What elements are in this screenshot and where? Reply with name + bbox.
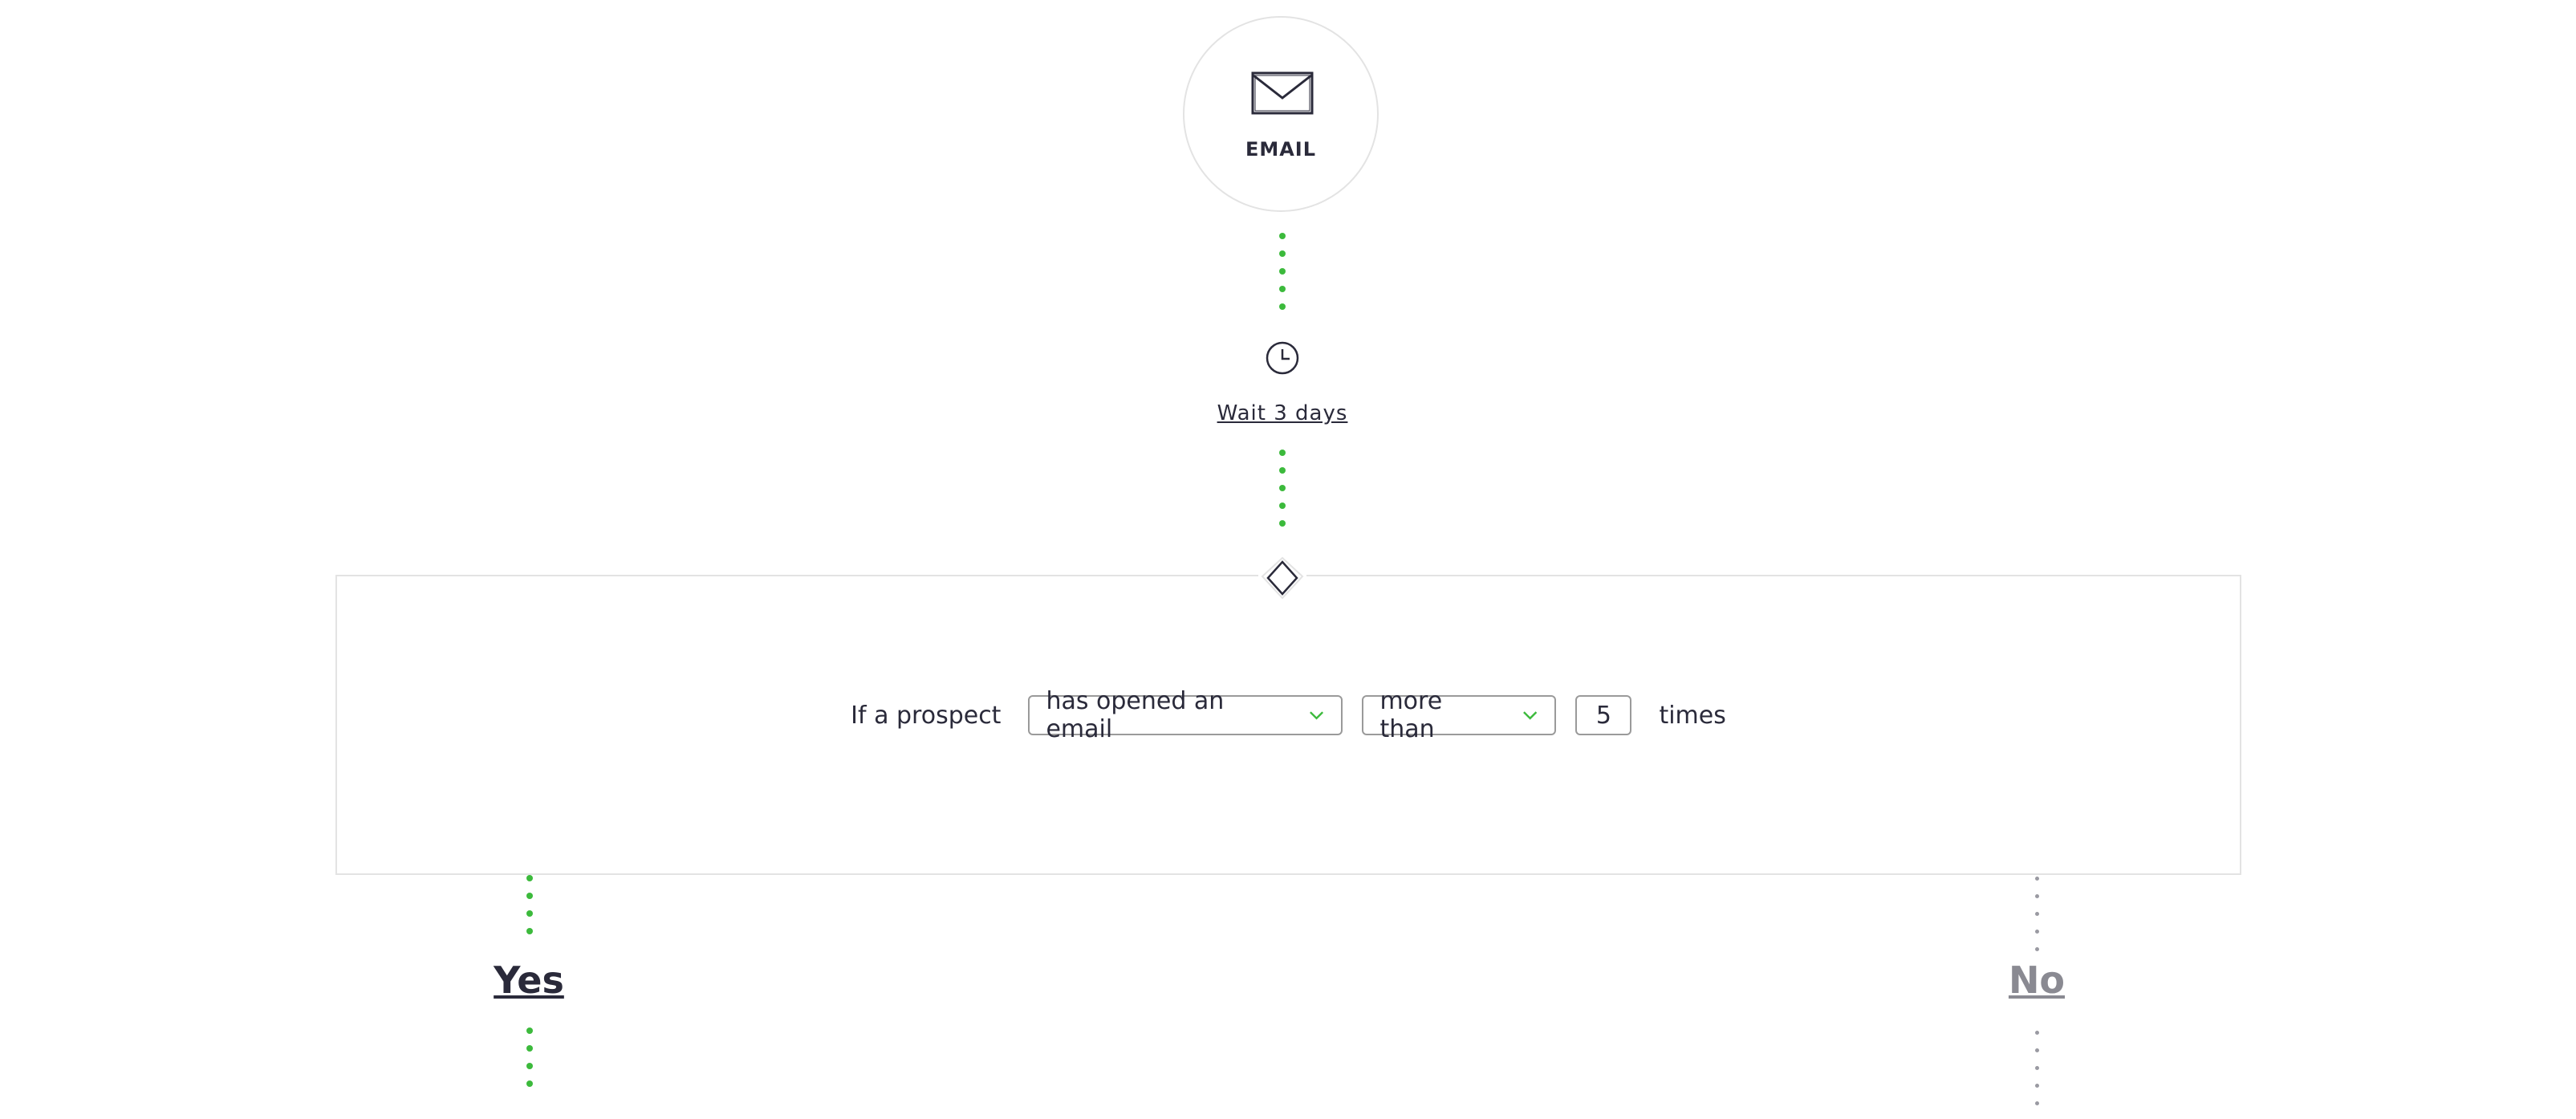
wait-duration-link[interactable]: Wait 3 days bbox=[1217, 401, 1348, 425]
comparator-select[interactable]: more than bbox=[1362, 687, 1557, 743]
diamond-icon bbox=[1261, 556, 1304, 600]
email-step-label: EMAIL bbox=[1245, 138, 1317, 161]
count-input[interactable] bbox=[1575, 695, 1632, 735]
condition-box: If a prospect has opened an email more t… bbox=[335, 575, 2241, 875]
chevron-down-icon bbox=[1310, 711, 1324, 720]
yes-branch-link[interactable]: Yes bbox=[494, 958, 564, 1002]
connector-yes-bottom bbox=[526, 1027, 534, 1098]
condition-rule: If a prospect has opened an email more t… bbox=[337, 687, 2240, 743]
condition-prefix: If a prospect bbox=[851, 701, 1002, 730]
connector-wait-to-condition bbox=[1278, 450, 1286, 538]
connector-yes-top bbox=[526, 875, 534, 946]
envelope-icon bbox=[1251, 71, 1314, 115]
action-select[interactable]: has opened an email bbox=[1028, 687, 1343, 743]
no-branch-link[interactable]: No bbox=[2008, 958, 2066, 1002]
condition-suffix: times bbox=[1659, 701, 1726, 730]
comparator-select-value: more than bbox=[1379, 687, 1443, 743]
clock-icon bbox=[1266, 341, 1299, 375]
connector-email-to-wait bbox=[1278, 233, 1286, 321]
email-step-node[interactable]: EMAIL bbox=[1183, 16, 1379, 212]
connector-no-top bbox=[2033, 877, 2041, 965]
chevron-down-icon bbox=[1523, 711, 1538, 720]
condition-marker bbox=[1258, 554, 1306, 602]
action-select-value: has opened an email bbox=[1046, 687, 1225, 743]
connector-no-bottom bbox=[2033, 1031, 2041, 1119]
